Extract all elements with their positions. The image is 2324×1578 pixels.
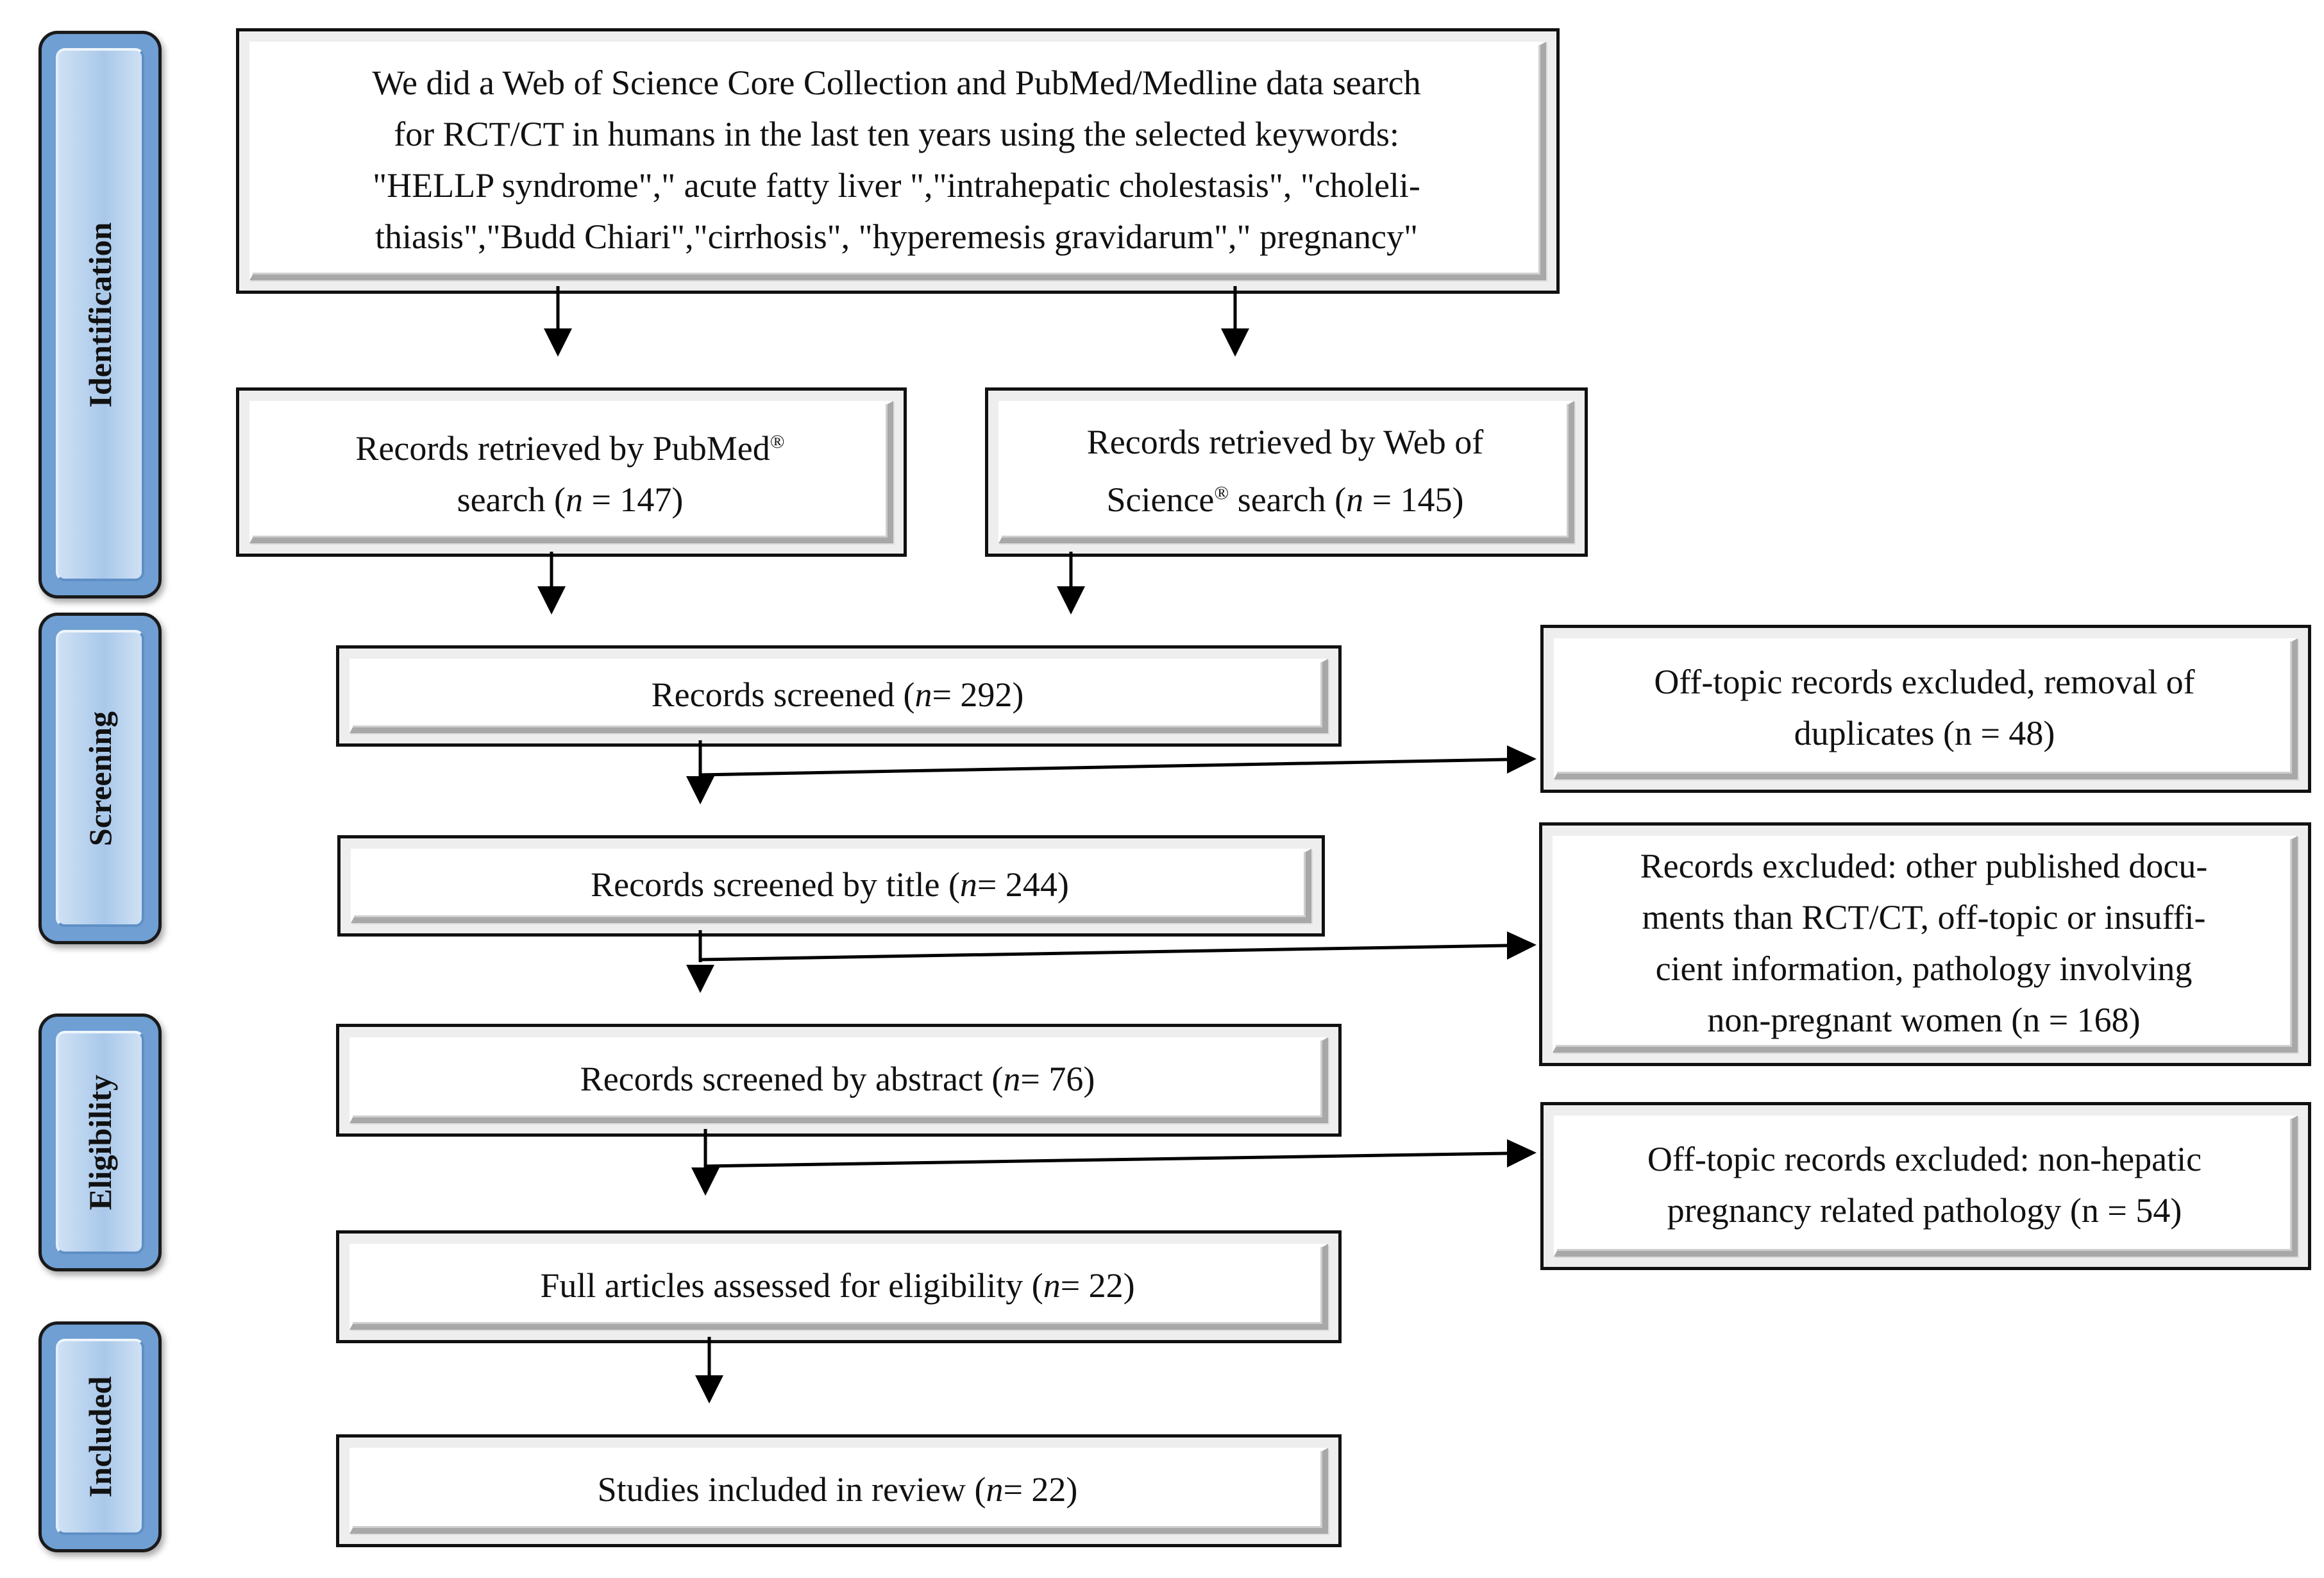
- search-line-2: for RCT/CT in humans in the last ten yea…: [394, 115, 1399, 153]
- arrowhead-screened-left: [537, 586, 566, 615]
- records-screened-title-box: Records screened by title (n = 244): [337, 835, 1325, 937]
- arrowhead-abstract: [686, 965, 714, 993]
- arrowhead-excluded-1: [1507, 745, 1537, 774]
- arrow-to-excluded-2: [700, 944, 1508, 962]
- registered-mark: ®: [1214, 482, 1229, 504]
- arrowhead-title: [686, 776, 714, 804]
- excluded-other-documents-box: Records excluded: other published docu- …: [1539, 822, 2311, 1066]
- excluded2-line-3: cient information, pathology involving: [1655, 949, 2193, 988]
- search-line-3: "HELLP syndrome"," acute fatty liver ","…: [373, 166, 1420, 205]
- excluded3-line-1: Off-topic records excluded: non-hepatic: [1647, 1140, 2202, 1178]
- records-screened-box: Records screened (n = 292): [336, 645, 1342, 747]
- wos-records-box: Records retrieved by Web of Science® sea…: [985, 387, 1588, 557]
- stage-eligibility: Eligibility: [38, 1014, 162, 1271]
- pubmed-records-box: Records retrieved by PubMed® search (n =…: [236, 387, 907, 557]
- excluded1-line-1: Off-topic records excluded, removal of: [1654, 663, 2195, 701]
- arrowhead-full: [691, 1167, 720, 1196]
- arrowhead-pubmed: [544, 328, 572, 357]
- arrowhead-excluded-2: [1507, 931, 1537, 960]
- arrowhead-excluded-3: [1507, 1139, 1537, 1167]
- excluded-non-hepatic-box: Off-topic records excluded: non-hepatic …: [1540, 1102, 2311, 1270]
- wos-line-2: Science® search (n = 145): [1106, 480, 1464, 519]
- full-articles-box: Full articles assessed for eligibility (…: [336, 1230, 1342, 1343]
- stage-included: Included: [38, 1321, 162, 1552]
- arrow-to-excluded-3: [705, 1151, 1508, 1168]
- registered-mark: ®: [770, 431, 785, 452]
- excluded3-line-2: pregnancy related pathology (n = 54): [1667, 1191, 2182, 1230]
- wos-line-1: Records retrieved by Web of: [1086, 423, 1484, 461]
- excluded1-line-2: duplicates (n = 48): [1794, 714, 2055, 752]
- arrowhead-included: [695, 1375, 723, 1404]
- arrowhead-wos: [1221, 328, 1249, 357]
- arrow-to-excluded-1: [700, 758, 1508, 777]
- pubmed-line-1: Records retrieved by PubMed®: [355, 429, 785, 468]
- arrowhead-screened-right: [1057, 586, 1085, 615]
- pubmed-line-2: search (n = 147): [457, 480, 684, 519]
- excluded2-line-2: ments than RCT/CT, off-topic or insuffi-: [1642, 898, 2206, 937]
- records-screened-abstract-box: Records screened by abstract (n = 76): [336, 1024, 1342, 1137]
- excluded-duplicates-box: Off-topic records excluded, removal of d…: [1540, 625, 2311, 793]
- search-strategy-box: We did a Web of Science Core Collection …: [236, 28, 1560, 294]
- studies-included-box: Studies included in review (n = 22): [336, 1434, 1342, 1547]
- stage-screening: Screening: [38, 613, 162, 944]
- search-line-4: thiasis","Budd Chiari","cirrhosis", "hyp…: [375, 217, 1419, 256]
- search-line-1: We did a Web of Science Core Collection …: [372, 64, 1421, 102]
- excluded2-line-1: Records excluded: other published docu-: [1640, 847, 2208, 885]
- excluded2-line-4: non-pregnant women (n = 168): [1707, 1001, 2141, 1039]
- stage-identification: Identification: [38, 31, 162, 598]
